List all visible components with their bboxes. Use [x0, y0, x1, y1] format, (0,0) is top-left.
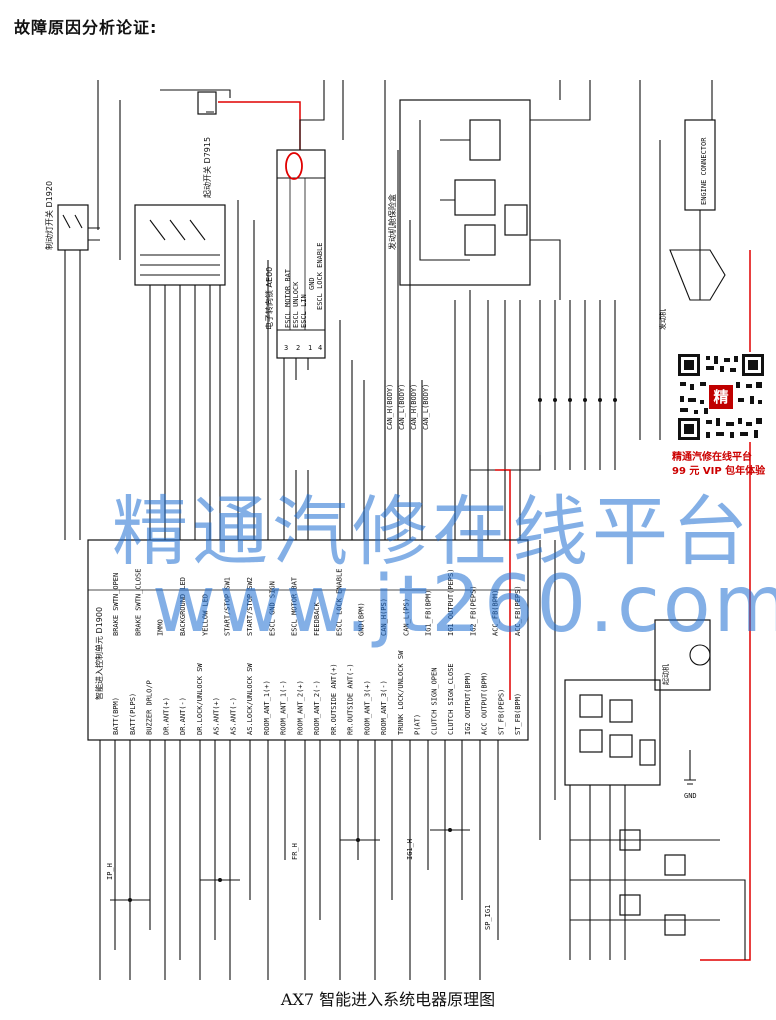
svg-text:SP_IG1: SP_IG1	[484, 905, 492, 930]
escl-pin-2: ESCL UNLOCK	[292, 281, 300, 328]
bcm-right-pin-0: BRAKE SWTN_OPEN	[112, 573, 120, 636]
bcm-right-pin-4: YELLOW LED	[201, 594, 209, 636]
qr-badge: 精	[713, 388, 728, 406]
escl-title: 电子转向锁 AE00	[264, 267, 274, 330]
bcm-left-pin-8: AS.LOCK/UNLOCK SW	[246, 663, 254, 735]
bcm-left-pin-12: ROOM_ANT_2(-)	[313, 680, 321, 735]
right-bus-lines	[454, 290, 617, 471]
bottom-right-fuse-area: 起动机 GND	[539, 540, 746, 960]
bcm-box: 智能进入控制单元 D1900	[87, 539, 529, 741]
bcm-left-pin-3: DR.ANT(+)	[162, 697, 170, 735]
svg-text:2: 2	[296, 344, 300, 352]
bcm-left-pin-11: ROOM_ANT_2(+)	[296, 680, 304, 735]
bcm-left-pin-17: TRUNK LOCK/UNLOCK SW	[397, 650, 405, 735]
bcm-left-pin-19: CLUTCH SIGN_OPEN	[430, 668, 438, 735]
bcm-right-pin-labels: BRAKE SWTN_OPEN BRAKE SWTN_CLOSE IMMO BACKG…	[112, 569, 522, 636]
qr-code: 精	[676, 352, 766, 442]
bcm-left-pin-10: ROOM_ANT_1(-)	[280, 680, 288, 735]
bcm-right-pin-3: BACKGROUND LED	[179, 577, 187, 636]
svg-text:3: 3	[284, 344, 288, 352]
highlight-path-right	[700, 250, 751, 961]
brake-title: 制动灯开关 D1920	[44, 181, 54, 250]
start-switch-block: 起动开关 D7915	[134, 137, 226, 470]
bcm-left-pin-18: P(AT)	[414, 714, 422, 735]
escl-pin-4: GND	[308, 277, 316, 290]
bcm-right-pin-17: ACC_FB(BPM)	[492, 590, 500, 636]
svg-text:CAN_H(BODY): CAN_H(BODY)	[410, 384, 418, 430]
svg-text:CAN_L(BODY): CAN_L(BODY)	[398, 384, 406, 430]
bcm-left-pin-labels: BATT(BPM) BATT(PLPS) BUZZER DRLO/P DR.ANT(+…	[112, 650, 522, 735]
bcm-left-pin-1: BATT(PLPS)	[129, 693, 137, 735]
figure-caption: AX7 智能进入系统电器原理图	[280, 990, 496, 1009]
bcm-right-pin-6: START/STOP SW2	[246, 577, 254, 636]
bcm-right-pin-8: ESCL MOTOR BAT	[291, 576, 299, 636]
left-feeders	[237, 80, 411, 470]
start-switch-title: 起动开关 D7915	[202, 137, 212, 198]
bcm-bottom-wires: IP_H FR_H IG1_H SP_IG1	[99, 740, 499, 980]
escl-pin-1: ESCL MOTOR BAT	[284, 268, 292, 328]
bcm-right-pin-18: ACC_FB(PEPS)	[514, 585, 522, 636]
svg-text:FR_H: FR_H	[291, 843, 299, 860]
highlight-path-mid	[495, 469, 511, 700]
bcm-left-pin-16: ROOM_ANT_3(-)	[380, 680, 388, 735]
bcm-right-pin-10: ESCL LOCK ENABLE	[335, 569, 343, 636]
bcm-left-pin-21: IG2 OUTPUT(BPM)	[464, 672, 472, 735]
svg-text:GND: GND	[684, 792, 697, 800]
svg-text:CAN_H(BODY): CAN_H(BODY)	[386, 384, 394, 430]
promo-line-1: 精通汽修在线平台	[672, 452, 752, 463]
can-lines: CAN_H(BODY) CAN_L(BODY) CAN_H(BODY) CAN_…	[384, 380, 430, 470]
relay-note: 发动机舱保险盒	[387, 194, 397, 250]
bcm-left-pin-6: AS.ANT(+)	[213, 697, 221, 735]
escl-pin-3: ESCL LIN	[300, 294, 308, 328]
bcm-left-pin-24: ST_FB(BPM)	[514, 693, 522, 735]
bcm-left-pin-4: DR.ANT(-)	[179, 697, 187, 735]
engine-label: 发动机	[658, 309, 667, 330]
engine-connector-label: ENGINE CONNECTOR	[700, 137, 708, 205]
bcm-title: 智能进入控制单元 D1900	[94, 607, 104, 700]
svg-text:CAN_L(BODY): CAN_L(BODY)	[422, 384, 430, 430]
highlight-ring	[285, 152, 303, 180]
bcm-right-pin-1: BRAKE SWTN_CLOSE	[134, 569, 142, 636]
bcm-left-pin-14: RR.OUTSIDE ANT(-)	[347, 663, 355, 735]
escl-box: ESCL MOTOR BAT ESCL UNLOCK ESCL LIN GND …	[264, 149, 326, 450]
bcm-right-pin-7: ESCL GND SIGN	[268, 581, 276, 636]
bcm-left-pin-2: BUZZER DRLO/P	[146, 680, 154, 735]
svg-text:4: 4	[318, 344, 322, 352]
bcm-right-pin-16: IG2_FB(PEPS)	[469, 585, 477, 636]
bcm-left-pin-5: DR.LOCK/UNLOCK SW	[196, 663, 204, 735]
promo-line-2: 99 元 VIP 包年体验	[672, 466, 766, 477]
bcm-right-pin-15: IG1 OUTPUT(PEPS)	[447, 569, 455, 636]
bcm-left-pin-0: BATT(BPM)	[112, 697, 120, 735]
brake-switch-block: 制动灯开关 D1920	[44, 181, 100, 470]
bcm-right-pin-13: CAN_L(PS)	[402, 598, 410, 636]
bcm-right-pin-2: IMMO	[157, 619, 165, 636]
engine-connector: ENGINE CONNECTOR 发动机	[639, 80, 726, 440]
bcm-left-pin-7: AS.ANT(-)	[229, 697, 237, 735]
relay-area: 发动机舱保险盒	[387, 80, 591, 300]
bcm-left-pin-9: ROOM_ANT_1(+)	[263, 680, 271, 735]
bcm-left-pin-13: RR.OUTSIDE ANT(+)	[330, 663, 338, 735]
bcm-left-pin-20: CLUTCH SIGN_CLOSE	[447, 663, 455, 735]
escl-pin-5: ESCL LOCK ENABLE	[316, 243, 324, 310]
wiring-schematic: .w { stroke:#111; stroke-width:1.1; fill…	[44, 80, 751, 980]
bcm-right-pin-14: IG1_FB(BPM)	[425, 590, 433, 636]
top-feed-lines	[97, 80, 344, 260]
bcm-left-pin-15: ROOM_ANT_3(+)	[363, 680, 371, 735]
bcm-right-pin-12: CAN_H(PS)	[380, 598, 388, 636]
bcm-left-pin-22: ACC OUTPUT(BPM)	[481, 672, 489, 735]
starter-label: 起动机	[661, 664, 670, 685]
bcm-top-wires	[64, 450, 521, 540]
svg-text:IP_H: IP_H	[106, 863, 114, 880]
bcm-right-pin-5: START/STOP SW1	[224, 577, 232, 636]
bcm-right-pin-9: FEEDBACK	[313, 601, 321, 636]
bcm-left-pin-23: ST_FB(PEPS)	[497, 689, 505, 735]
bcm-right-pin-11: GND(BPM)	[358, 602, 366, 636]
svg-text:1: 1	[308, 344, 312, 352]
svg-text:IG1_H: IG1_H	[406, 839, 414, 860]
page-heading: 故障原因分析论证:	[14, 18, 158, 37]
